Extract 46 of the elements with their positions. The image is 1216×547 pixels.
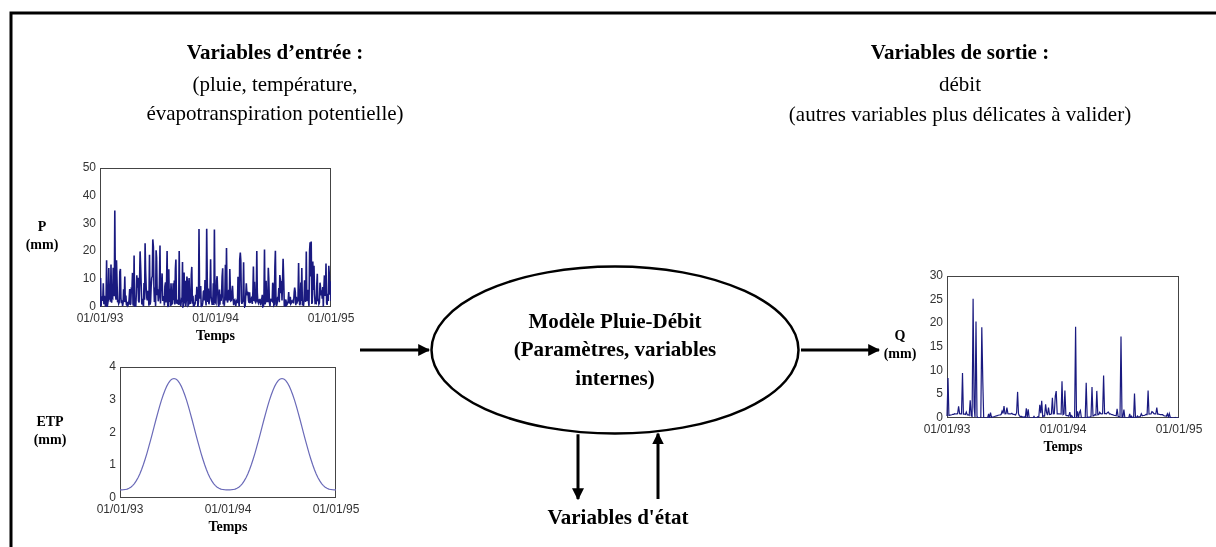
axis-tick-label: 3	[108, 391, 116, 406]
line-chart-drawing	[120, 367, 336, 498]
axis-tick-label: 50	[81, 160, 96, 174]
axis-tick-label: 5	[935, 386, 943, 401]
axis-tick-label: 01/01/95	[306, 311, 356, 325]
output-heading: Variables de sortie :	[869, 40, 1051, 65]
axis-tick-label: 01/01/94	[1038, 422, 1088, 436]
axis-tick-label: 01/01/94	[203, 502, 253, 516]
axis-tick-label: 01/01/95	[1154, 422, 1204, 436]
axis-tick-label: 20	[928, 315, 943, 330]
state-variables-text: Variables d'état	[508, 500, 728, 534]
output-description: débit	[938, 71, 982, 98]
axis-title: ETP (mm)	[32, 412, 68, 449]
axis-tick-label: 0	[88, 299, 96, 313]
axis-tick-label: 10	[81, 271, 96, 286]
axis-tick-label: 20	[81, 243, 96, 258]
axis-tick-label: 25	[928, 291, 943, 306]
axis-tick-label: 0	[108, 490, 116, 504]
axis-title: Temps	[207, 518, 249, 536]
axis-tick-label: 0	[935, 410, 943, 424]
arrow	[572, 434, 584, 501]
axis-tick-label: 2	[108, 424, 116, 439]
line-chart-drawing	[100, 168, 331, 308]
input-heading: Variables d’entrée :	[185, 40, 365, 65]
axis-tick-label: 4	[108, 359, 116, 373]
axis-tick-label: 15	[928, 339, 943, 353]
arrow	[360, 344, 431, 356]
axis-title: P (mm)	[24, 217, 60, 254]
model-ellipse: Modèle Pluie-Débit (Paramètres, variables internes)	[430, 265, 800, 435]
axis-tick-label: 30	[928, 268, 943, 282]
arrow	[652, 432, 664, 499]
axis-tick-label: 01/01/93	[922, 422, 972, 436]
axis-tick-label: 01/01/93	[95, 502, 145, 516]
axis-tick-label: 40	[81, 187, 96, 202]
axis-title: Temps	[1042, 438, 1084, 456]
axis-tick-label: 01/01/94	[191, 311, 240, 325]
axis-tick-label: 01/01/93	[75, 311, 125, 325]
axis-title: Q (mm)	[882, 327, 918, 364]
arrow	[801, 344, 881, 356]
axis-title: Temps	[194, 327, 237, 345]
output-description: (autres variables plus délicates à valider)	[787, 101, 1133, 128]
axis-tick-label: 10	[928, 362, 943, 377]
axis-tick-label: 01/01/95	[311, 502, 361, 516]
axis-tick-label: 30	[81, 215, 96, 230]
axis-tick-label: 1	[108, 457, 116, 472]
input-description: (pluie, température, évapotranspiration potentielle)	[145, 71, 405, 128]
